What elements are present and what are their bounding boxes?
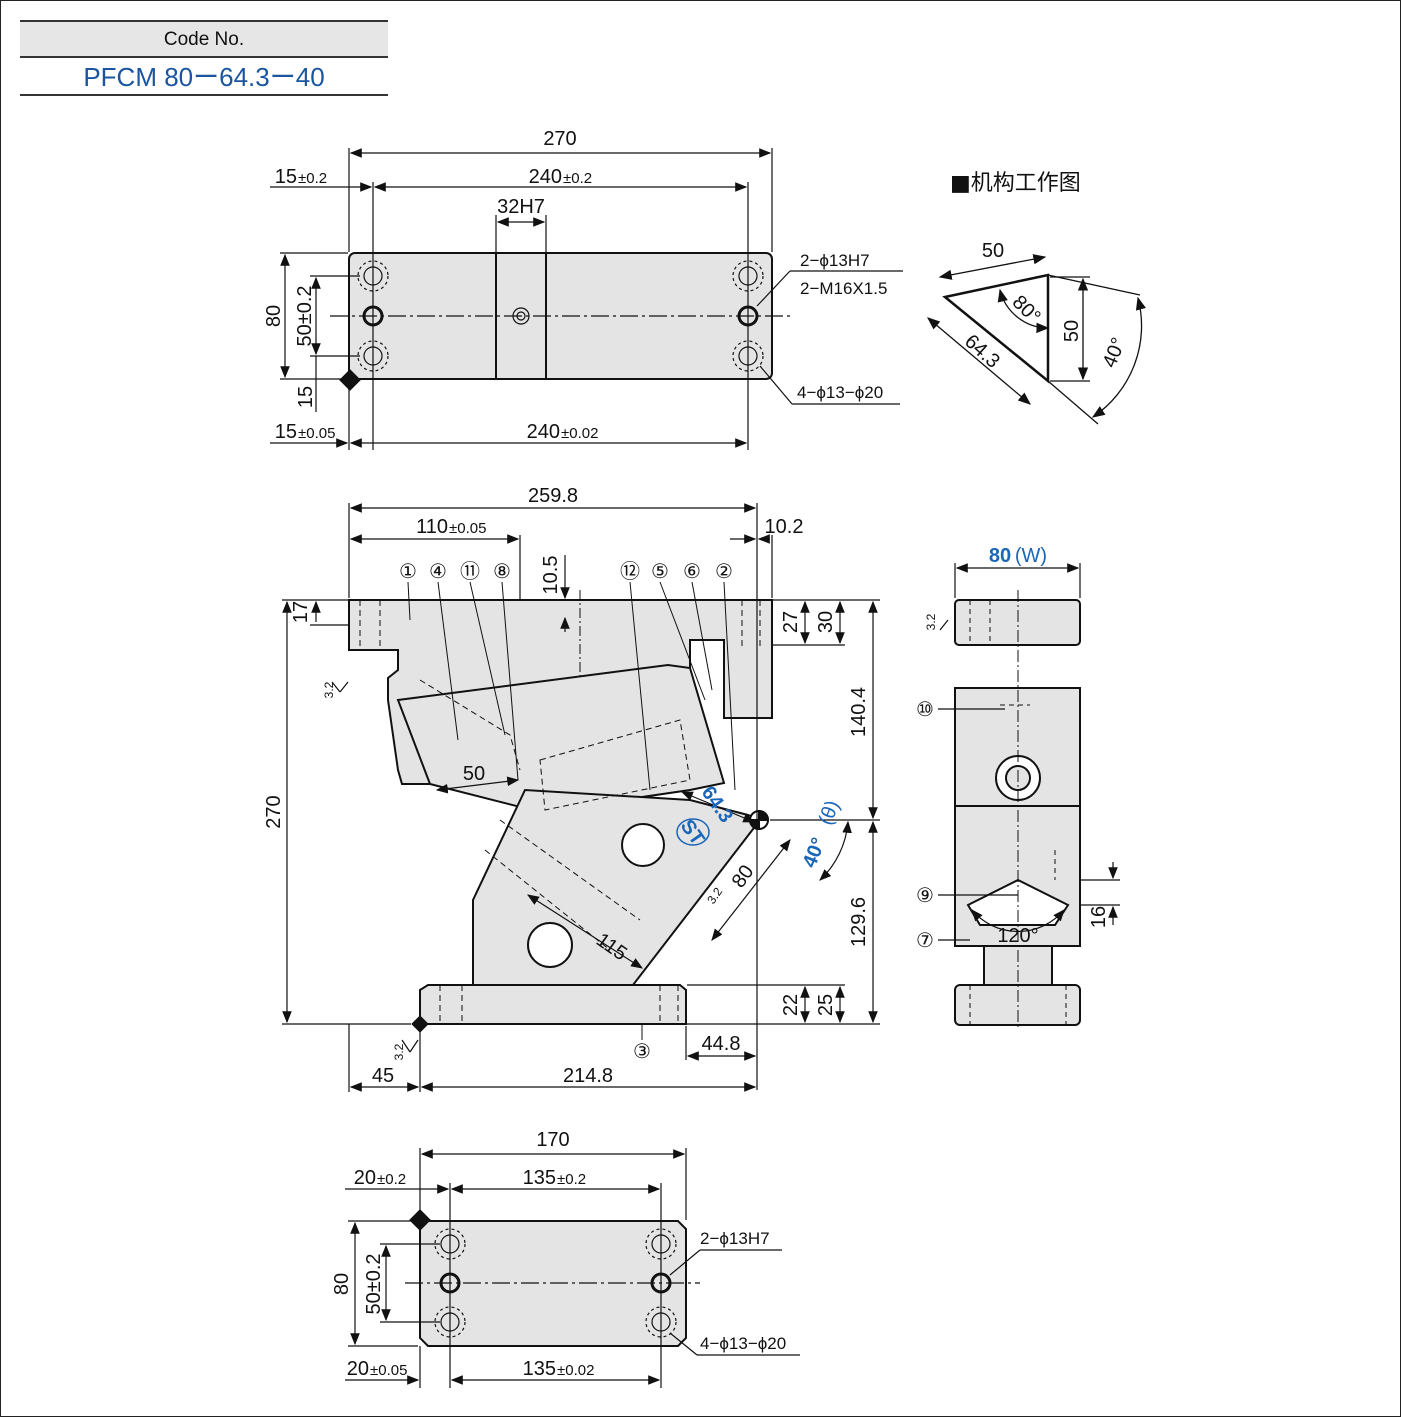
base-callout-holes: 4−ϕ13−ϕ20 bbox=[700, 1334, 786, 1353]
front-view bbox=[348, 599, 773, 1033]
code-number-box: Code No. PFCM 80ー64.3ー40 bbox=[20, 20, 388, 96]
dim-32h7: 32H7 bbox=[497, 196, 545, 218]
dim-30: 30 bbox=[815, 611, 837, 633]
base-dim-20-b: 20 bbox=[347, 1358, 369, 1380]
base-plate bbox=[419, 984, 687, 1025]
dim-240-tol: ±0.2 bbox=[563, 170, 592, 187]
dim-80: 80 bbox=[263, 305, 285, 327]
base-dim-135-b-tol: ±0.02 bbox=[557, 1362, 594, 1379]
side-roughness: 3.2 bbox=[924, 613, 938, 630]
dim-50: 50±0.2 bbox=[294, 285, 316, 346]
dim-15-b-tol: ±0.05 bbox=[298, 425, 335, 442]
dim-10-5: 10.5 bbox=[540, 556, 562, 595]
dim-259-8: 259.8 bbox=[528, 485, 578, 507]
item-4: ④ bbox=[429, 561, 447, 583]
mech-80deg: 80° bbox=[1008, 291, 1045, 328]
item-7: ⑦ bbox=[916, 930, 934, 952]
dim-15: 15 bbox=[275, 166, 297, 188]
item-12: ⑫ bbox=[620, 560, 640, 583]
dim-110-tol: ±0.05 bbox=[449, 520, 486, 537]
dim-270-v: 270 bbox=[263, 795, 285, 828]
callout-h7: 2−ϕ13H7 bbox=[800, 251, 870, 270]
mech-d50-top: 50 bbox=[982, 240, 1004, 262]
top-view bbox=[270, 148, 903, 450]
dim-270: 270 bbox=[543, 128, 576, 150]
dim-15-tol: ±0.2 bbox=[298, 170, 327, 187]
top-view-labels: 270 240 ±0.2 15 ±0.2 32H7 80 50±0.2 15 1… bbox=[263, 128, 887, 443]
mechanism-diagram bbox=[927, 254, 1146, 425]
front-view-dims bbox=[282, 503, 880, 1092]
side-d16: 16 bbox=[1088, 906, 1110, 928]
side-view bbox=[954, 599, 1081, 1026]
dim-45: 45 bbox=[372, 1065, 394, 1087]
dim-10-2: 10.2 bbox=[765, 516, 804, 538]
dim-15-b: 15 bbox=[275, 421, 297, 443]
item-6: ⑥ bbox=[683, 561, 701, 583]
mechanism-title: ■机构工作图 bbox=[950, 171, 1081, 196]
side-view-dims bbox=[938, 563, 1120, 941]
angle-theta: (θ) bbox=[815, 797, 845, 828]
side-angle-120: 120° bbox=[997, 925, 1038, 947]
item-5: ⑤ bbox=[651, 561, 669, 583]
dim-22: 22 bbox=[780, 994, 802, 1016]
st-ring bbox=[676, 818, 710, 846]
side-view-labels: 80 (W) 3.2 16 120° ⑩ ⑨ ⑦ bbox=[916, 545, 1110, 952]
mechanism-labels: ■机构工作图 50 80° 50 64.3 40° bbox=[950, 171, 1130, 373]
dim-240-b: 240 bbox=[527, 421, 560, 443]
item-8: ⑧ bbox=[493, 561, 511, 583]
callout-4holes: 4−ϕ13−ϕ20 bbox=[797, 383, 883, 402]
base-view-labels: 170 135 ±0.2 20 ±0.2 80 50±0.2 20 ±0.05 … bbox=[331, 1129, 786, 1380]
dim-50-ram: 50 bbox=[463, 763, 485, 785]
angle-40: 40° bbox=[799, 835, 831, 871]
dim-27: 27 bbox=[780, 611, 802, 633]
dim-240: 240 bbox=[529, 166, 562, 188]
dim-110: 110 bbox=[416, 516, 448, 538]
roughness-1: 3.2 bbox=[322, 681, 336, 698]
base-dim-20-tol: ±0.2 bbox=[377, 1171, 406, 1188]
dim-25: 25 bbox=[815, 994, 837, 1016]
item-11: ⑪ bbox=[460, 560, 480, 583]
base-dim-170: 170 bbox=[536, 1129, 569, 1151]
code-number-value: PFCM 80ー64.3ー40 bbox=[20, 58, 388, 96]
mech-d50-side: 50 bbox=[1061, 320, 1083, 342]
base-dim-135-b: 135 bbox=[523, 1358, 556, 1380]
item-2: ② bbox=[715, 561, 733, 583]
base-dim-80: 80 bbox=[331, 1273, 353, 1295]
dim-80-ram: 80 bbox=[728, 861, 759, 892]
front-view-leaders bbox=[407, 581, 736, 1040]
dim-129-6: 129.6 bbox=[848, 897, 870, 947]
base-dim-135-tol: ±0.2 bbox=[557, 1171, 586, 1188]
side-view-hidden bbox=[969, 590, 1081, 1030]
item-3: ③ bbox=[633, 1041, 651, 1063]
item-9: ⑨ bbox=[916, 885, 934, 907]
mech-d64: 64.3 bbox=[960, 330, 1004, 372]
roughness-2: 3.2 bbox=[392, 1043, 406, 1060]
item-10: ⑩ bbox=[916, 699, 934, 721]
dim-214-8: 214.8 bbox=[563, 1065, 613, 1087]
side-width-w: (W) bbox=[1015, 545, 1047, 567]
side-width-80: 80 bbox=[989, 545, 1011, 567]
dim-240-b-tol: ±0.02 bbox=[561, 425, 598, 442]
base-dim-20-b-tol: ±0.05 bbox=[370, 1362, 407, 1379]
item-1: ① bbox=[399, 561, 417, 583]
dim-17: 17 bbox=[290, 601, 312, 623]
dim-44-8: 44.8 bbox=[702, 1033, 741, 1055]
mech-40deg: 40° bbox=[1099, 335, 1131, 371]
code-number-header: Code No. bbox=[20, 20, 388, 58]
base-dim-20: 20 bbox=[354, 1167, 376, 1189]
base-callout-h7: 2−ϕ13H7 bbox=[700, 1229, 770, 1248]
dim-140-4: 140.4 bbox=[848, 687, 870, 737]
dim-15-bottom: 15 bbox=[295, 386, 317, 408]
base-view bbox=[345, 1148, 800, 1388]
base-dim-135: 135 bbox=[523, 1167, 556, 1189]
callout-m16: 2−M16X1.5 bbox=[800, 279, 887, 298]
base-dim-50: 50±0.2 bbox=[363, 1253, 385, 1314]
